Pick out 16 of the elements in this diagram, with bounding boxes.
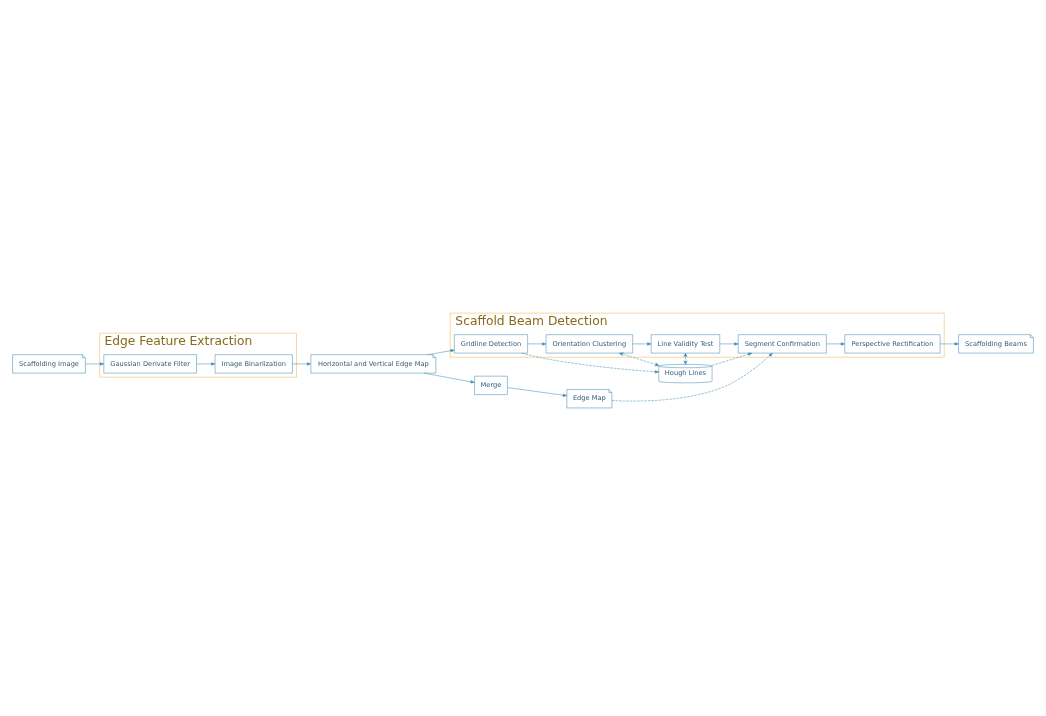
arrow <box>196 361 216 365</box>
arrow <box>611 352 773 401</box>
arrow <box>85 361 104 365</box>
arrow <box>292 361 312 365</box>
arrow <box>507 386 567 397</box>
arrow <box>427 348 455 355</box>
arrow <box>632 341 652 345</box>
arrow <box>711 352 753 366</box>
arrow <box>939 341 959 345</box>
arrow <box>719 341 739 345</box>
arrow <box>619 351 660 366</box>
arrow <box>683 352 688 365</box>
arrow <box>826 341 845 345</box>
arrow <box>527 341 547 345</box>
arrow <box>423 372 475 383</box>
arrow <box>521 352 660 373</box>
